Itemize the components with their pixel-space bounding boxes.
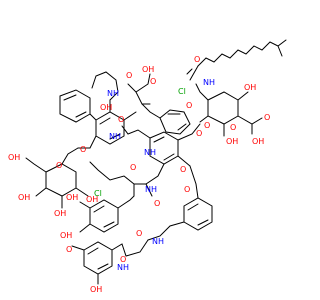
oxygen-label: O bbox=[80, 145, 86, 154]
oxygen-label: O bbox=[118, 115, 124, 124]
oxygen-label: O bbox=[126, 71, 132, 80]
amide-nh-label: NH bbox=[152, 237, 164, 246]
oxygen-label: O bbox=[230, 123, 236, 132]
chlorine-label: Cl bbox=[94, 189, 102, 198]
amide-nh-label: NH bbox=[145, 185, 157, 194]
hydroxyl-label: OH bbox=[18, 193, 30, 202]
oxygen-label: O bbox=[120, 255, 126, 264]
hydroxyl-label: OH bbox=[54, 209, 66, 218]
hydroxyl-label: OH bbox=[86, 195, 98, 204]
hydroxyl-label: OH bbox=[142, 65, 154, 74]
chlorine-label: Cl bbox=[178, 87, 186, 96]
oxygen-label: O bbox=[184, 185, 190, 194]
oxygen-label: O bbox=[196, 129, 202, 138]
oxygen-label: O bbox=[186, 101, 192, 110]
hydroxyl-label: OH bbox=[244, 83, 256, 92]
amide-nh-label: NH bbox=[109, 132, 121, 141]
bond-skeleton bbox=[25, 39, 287, 285]
oxygen-label: O bbox=[204, 121, 210, 130]
oxygen-label: O bbox=[56, 161, 62, 170]
hydroxyl-label: OH bbox=[90, 285, 102, 294]
oxygen-label: O bbox=[130, 163, 136, 172]
molecule-structure: Cl Cl NH NH NH NH NH NH NH OH OH OH OH O… bbox=[8, 39, 287, 294]
amide-nh-label: NH bbox=[107, 89, 119, 98]
oxygen-label: O bbox=[264, 113, 270, 122]
oxygen-label: O bbox=[136, 229, 142, 238]
oxygen-label: O bbox=[150, 77, 156, 86]
hydroxyl-label: OH bbox=[66, 193, 78, 202]
oxygen-label: O bbox=[180, 165, 186, 174]
hydroxyl-label: OH bbox=[60, 231, 72, 240]
hydroxyl-label: OH bbox=[252, 137, 264, 146]
amide-nh-label: NH bbox=[203, 78, 215, 87]
atom-labels: Cl Cl NH NH NH NH NH NH NH OH OH OH OH O… bbox=[8, 55, 270, 294]
structure-drawing: Cl Cl NH NH NH NH NH NH NH OH OH OH OH O… bbox=[8, 39, 287, 294]
oxygen-label: O bbox=[66, 245, 72, 254]
hydroxyl-label: OH bbox=[8, 153, 20, 162]
amide-nh-label: NH bbox=[144, 148, 156, 157]
hydroxyl-label: OH bbox=[226, 137, 238, 146]
amide-nh-label: NH bbox=[117, 263, 129, 272]
oxygen-label: O bbox=[154, 199, 160, 208]
hydroxyl-label: OH bbox=[100, 103, 112, 112]
oxygen-label: O bbox=[194, 55, 200, 64]
